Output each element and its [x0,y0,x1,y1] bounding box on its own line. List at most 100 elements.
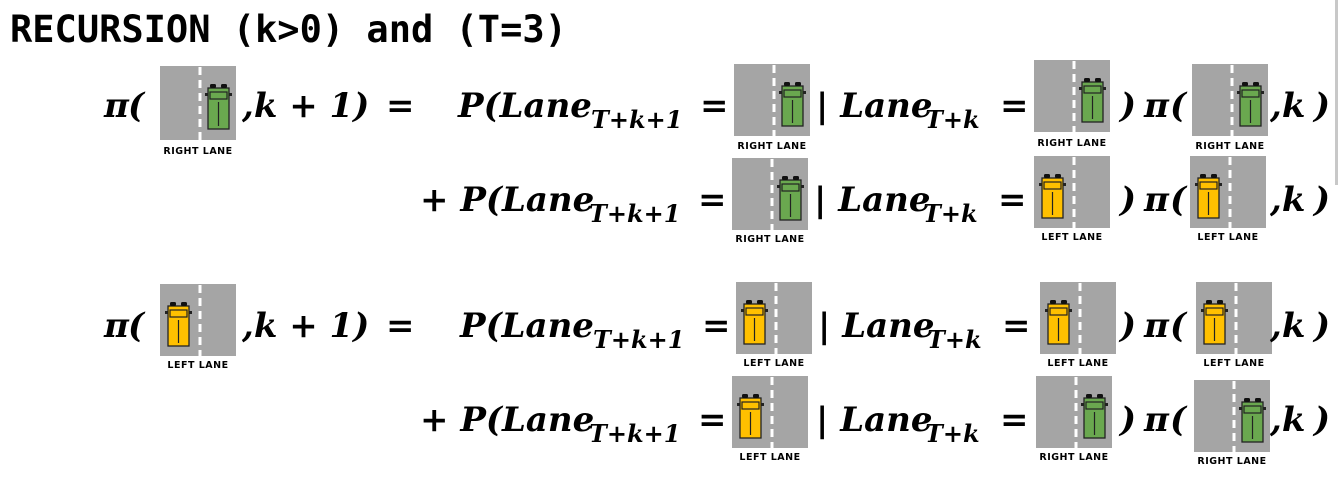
lane-label: RIGHT LANE [1037,138,1107,149]
lane-divider-dash [1078,296,1082,304]
green-car [1079,78,1106,123]
lane-divider-dash [1230,117,1234,125]
lane-divider-dash [770,416,774,424]
lane-divider-dash [1230,65,1234,73]
lane-divider-dash [198,119,202,127]
given-lane: | Lane [816,86,933,126]
lane-divider-dash [1072,170,1076,178]
given-lane: | Lane [818,306,935,346]
close-paren: ) [1314,86,1331,126]
lane-label: LEFT LANE [1041,232,1103,243]
lane-divider-dash [198,67,202,75]
lane-divider-dash [772,117,776,125]
lane-divider-dash [1074,403,1078,411]
given-lane: | Lane [814,180,931,220]
k-plus-one: ,k + 1) [242,306,370,346]
open-paren: ( [128,306,145,346]
pi-symbol: π [1144,400,1169,440]
lane-divider-dash [1078,309,1082,317]
left-lane-icon [1040,282,1116,354]
open-paren: ( [1170,86,1187,126]
equals-sign: = [700,86,729,126]
green-car [1081,394,1108,439]
lane-divider-dash [772,130,776,136]
lane-divider-dash [770,403,774,411]
prob-lane: P(Lane [458,86,592,126]
lane-divider-dash [1072,87,1076,95]
lane-label: RIGHT LANE [1195,141,1265,152]
plus-prob-lane: + P(Lane [420,180,595,220]
close-paren: ) [1314,306,1331,346]
lane-label: LEFT LANE [1047,358,1109,369]
lane-divider-dash [1234,322,1238,330]
equals-sign: = [698,180,727,220]
lane-divider-dash [1072,61,1076,69]
close-paren: ) [1120,400,1137,440]
lane-divider-dash [770,185,774,193]
yellow-car [1039,174,1066,219]
lane-divider-dash [1234,335,1238,343]
right-lane-icon [734,64,810,136]
lane-divider-dash [1074,442,1078,448]
equals-sign: = [1000,400,1029,440]
equals-sign: = [698,400,727,440]
equals-sign: = [998,180,1027,220]
k-plus-one: ,k + 1) [242,86,370,126]
lane-label: RIGHT LANE [163,146,233,157]
comma-k: ,k [1270,400,1306,440]
lane-label: RIGHT LANE [1197,456,1267,467]
subscript-cur: T+k [925,419,980,448]
lane-divider-dash [198,93,202,101]
open-paren: ( [1170,400,1187,440]
yellow-car [1201,300,1228,345]
lane-divider-dash [1234,348,1238,354]
green-car [205,84,232,130]
pi-symbol: π [1144,306,1169,346]
subscript-cur: T+k [925,105,980,134]
open-paren: ( [128,86,145,126]
yellow-car [1195,174,1222,219]
green-car [1237,82,1264,127]
lane-divider-dash [770,211,774,219]
lane-divider-dash [1078,283,1082,291]
pi-symbol: π [104,86,129,126]
equals-sign: = [386,306,415,346]
yellow-car [1045,300,1072,345]
lane-divider-dash [1232,381,1236,389]
lane-divider-dash [1072,126,1076,132]
lane-divider-dash [1232,446,1236,452]
lane-divider-dash [772,78,776,86]
comma-k: ,k [1270,180,1306,220]
lane-divider-dash [1072,74,1076,82]
yellow-car [737,394,764,439]
lane-divider-dash [1078,335,1082,343]
subscript-next: T+k+1 [591,105,683,134]
comma-k: ,k [1270,86,1306,126]
lane-divider-dash [1072,157,1076,165]
lane-divider-dash [1074,429,1078,437]
lane-label: LEFT LANE [1197,232,1259,243]
lane-divider-dash [198,324,202,332]
pi-symbol: π [104,306,129,346]
lane-label: RIGHT LANE [737,141,807,152]
lane-divider-dash [1072,209,1076,217]
right-lane-icon [160,66,236,140]
lane-divider-dash [198,285,202,293]
lane-divider-dash [1072,100,1076,108]
green-car [779,82,806,127]
scrollbar[interactable] [1335,0,1338,185]
left-lane-icon [1196,282,1272,354]
lane-divider-dash [770,442,774,448]
lane-divider-dash [770,198,774,206]
subscript-next: T+k+1 [593,325,685,354]
close-paren: ) [1314,400,1331,440]
close-paren: ) [1314,180,1331,220]
lane-divider-dash [1232,433,1236,441]
lane-divider-dash [1078,348,1082,354]
equals-sign: = [1000,86,1029,126]
lane-divider-dash [774,283,778,291]
lane-divider-dash [772,104,776,112]
lane-divider-dash [1228,209,1232,217]
prob-lane: P(Lane [460,306,594,346]
